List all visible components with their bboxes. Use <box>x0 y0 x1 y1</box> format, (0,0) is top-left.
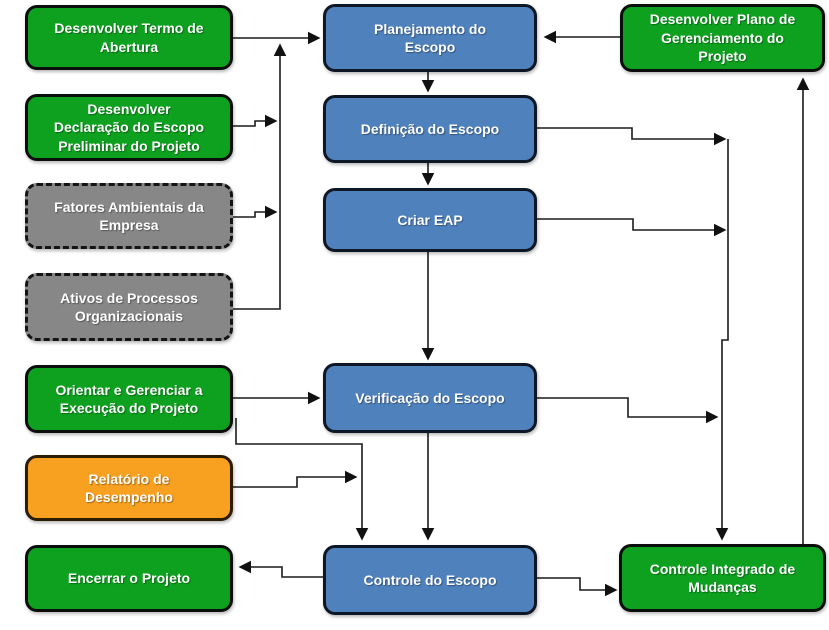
edge-right-collector-down <box>715 139 729 541</box>
node-fatores-ambientais: Fatores Ambientais da Empresa <box>25 183 233 249</box>
node-desenvolver-plano: Desenvolver Plano de Gerenciamento do Pr… <box>620 4 825 72</box>
node-verificacao-escopo: Verificação do Escopo <box>323 363 537 433</box>
edge-fatores-to-collector <box>233 205 278 219</box>
node-desenvolver-declaracao: Desenvolver Declaração do Escopo Prelimi… <box>25 94 233 161</box>
node-desenvolver-termo: Desenvolver Termo de Abertura <box>25 5 233 70</box>
node-label: Relatório de Desempenho <box>85 470 173 505</box>
node-label: Planejamento do Escopo <box>373 20 487 55</box>
node-criar-eap: Criar EAP <box>323 188 537 252</box>
edge-controle-to-integrado <box>537 577 618 597</box>
node-label: Controle do Escopo <box>363 571 497 588</box>
node-orientar-gerenciar: Orientar e Gerenciar a Execução do Proje… <box>25 365 233 433</box>
node-controle-escopo: Controle do Escopo <box>323 545 537 615</box>
node-label: Verificação do Escopo <box>355 389 505 406</box>
node-relatorio-desempenho: Relatório de Desempenho <box>25 455 233 521</box>
edge-ativos-collector-up <box>233 43 287 310</box>
edge-controle-to-encerrar <box>238 560 323 578</box>
edge-criareap-to-right-collector <box>537 218 727 237</box>
node-label: Criar EAP <box>397 211 463 228</box>
edge-orientar-to-controle <box>235 418 369 541</box>
node-encerrar-projeto: Encerrar o Projeto <box>25 545 233 612</box>
node-label: Controle Integrado de Mudanças <box>649 560 796 595</box>
node-planejamento-escopo: Planejamento do Escopo <box>323 4 537 72</box>
node-label: Desenvolver Declaração do Escopo Prelimi… <box>53 100 205 154</box>
edge-definicao-to-right-collector <box>537 127 727 146</box>
edge-relatorio-to-controle <box>233 470 358 488</box>
node-label: Encerrar o Projeto <box>67 570 191 587</box>
node-label: Definição do Escopo <box>360 120 500 137</box>
node-label: Desenvolver Plano de Gerenciamento do Pr… <box>649 11 796 65</box>
edge-verificacao-to-collector <box>537 397 719 424</box>
node-controle-integrado: Controle Integrado de Mudanças <box>619 544 826 612</box>
node-label: Desenvolver Termo de Abertura <box>54 20 204 55</box>
edge-declaracao-to-collector <box>233 114 278 128</box>
node-label: Orientar e Gerenciar a Execução do Proje… <box>55 381 203 416</box>
node-label: Ativos de Processos Organizacionais <box>60 289 198 324</box>
node-label: Fatores Ambientais da Empresa <box>54 198 204 233</box>
node-definicao-escopo: Definição do Escopo <box>323 95 537 163</box>
node-ativos-processos: Ativos de Processos Organizacionais <box>25 273 233 341</box>
